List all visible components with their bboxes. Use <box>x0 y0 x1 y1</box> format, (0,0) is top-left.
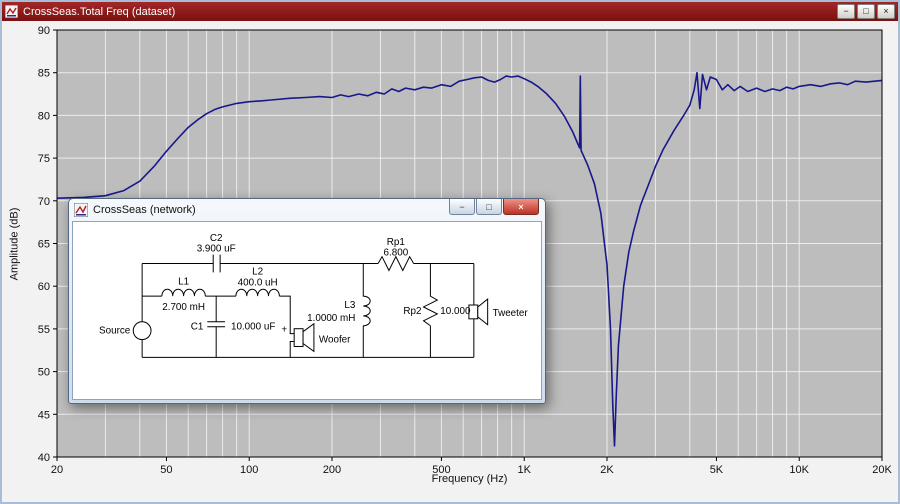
inductor-L2 <box>235 288 280 297</box>
network-app-icon <box>73 202 89 218</box>
svg-text:80: 80 <box>38 110 50 122</box>
source-label: Source <box>99 326 131 337</box>
crossover-schematic: Source C2 3.900 uF L1 2.700 mH L2 400.0 … <box>99 233 529 358</box>
svg-text:500: 500 <box>432 464 450 476</box>
window-controls: − □ × <box>835 4 895 19</box>
l2-name-label: L2 <box>252 266 263 277</box>
l3-name-label: L3 <box>344 300 355 311</box>
network-close-button[interactable]: × <box>503 199 539 215</box>
svg-text:45: 45 <box>38 409 50 421</box>
woofer-plus-label: + <box>281 325 287 336</box>
svg-text:20: 20 <box>51 464 63 476</box>
svg-text:60: 60 <box>38 281 50 293</box>
c2-name-label: C2 <box>210 233 223 244</box>
svg-text:10K: 10K <box>789 464 809 476</box>
resistor-Rp2 <box>422 263 439 358</box>
l1-name-label: L1 <box>178 276 189 287</box>
wire-mid-rail <box>142 295 295 358</box>
inductor-L1 <box>161 288 206 297</box>
network-window-title: CrossSeas (network) <box>93 204 196 216</box>
svg-text:200: 200 <box>323 464 341 476</box>
capacitor-C2 <box>212 254 221 273</box>
rp1-value-label: 6.800 <box>384 248 409 259</box>
y-tick-labels: 90 85 80 75 70 65 60 55 50 45 40 <box>38 25 57 464</box>
network-body: Source C2 3.900 uF L1 2.700 mH L2 400.0 … <box>72 221 542 400</box>
network-titlebar[interactable]: CrossSeas (network) − □ × <box>69 199 545 221</box>
svg-text:75: 75 <box>38 153 50 165</box>
l3-value-label: 1.0000 mH <box>307 313 355 324</box>
source-symbol <box>132 321 152 341</box>
x-tick-labels: 20 50 100 200 500 1K 2K 5K 10K 20K <box>51 457 892 476</box>
svg-text:100: 100 <box>240 464 258 476</box>
inductor-L3 <box>362 263 371 358</box>
capacitor-C1 <box>207 296 226 358</box>
y-axis-title: Amplitude (dB) <box>8 207 21 280</box>
tweeter-cone <box>477 298 489 326</box>
network-maximize-button[interactable]: □ <box>476 199 502 215</box>
svg-text:50: 50 <box>160 464 172 476</box>
svg-text:40: 40 <box>38 452 50 464</box>
response-curve <box>56 71 883 447</box>
l1-value-label: 2.700 mH <box>162 302 205 313</box>
minimize-button[interactable]: − <box>837 4 855 19</box>
rp2-name-label: Rp2 <box>403 306 421 317</box>
svg-text:5K: 5K <box>710 464 724 476</box>
network-minimize-button[interactable]: − <box>449 199 475 215</box>
svg-text:90: 90 <box>38 25 50 37</box>
svg-text:1K: 1K <box>517 464 531 476</box>
maximize-button[interactable]: □ <box>857 4 875 19</box>
l2-value-label: 400.0 uH <box>238 277 278 288</box>
wire <box>141 263 474 358</box>
svg-text:2K: 2K <box>600 464 614 476</box>
svg-text:20K: 20K <box>872 464 892 476</box>
close-button[interactable]: × <box>877 4 895 19</box>
woofer-cone <box>302 322 315 353</box>
svg-text:85: 85 <box>38 68 50 80</box>
main-titlebar: CrossSeas.Total Freq (dataset) − □ × <box>2 2 898 21</box>
svg-text:65: 65 <box>38 239 50 251</box>
network-window-controls: − □ × <box>448 199 539 215</box>
x-axis-title: Frequency (Hz) <box>431 473 508 485</box>
c1-name-label: C1 <box>191 322 204 333</box>
svg-text:55: 55 <box>38 324 50 336</box>
tweeter-label: Tweeter <box>493 308 529 319</box>
window-title: CrossSeas.Total Freq (dataset) <box>23 5 176 18</box>
woofer-label: Woofer <box>319 335 351 346</box>
resistor-Rp1 <box>377 255 415 272</box>
svg-text:50: 50 <box>38 367 50 379</box>
rp2-value-label: 10.000 <box>440 306 471 317</box>
svg-text:70: 70 <box>38 196 50 208</box>
app-icon <box>4 4 19 19</box>
rp1-name-label: Rp1 <box>387 237 405 248</box>
c2-value-label: 3.900 uF <box>197 244 236 255</box>
woofer-symbol <box>293 328 304 347</box>
network-window[interactable]: CrossSeas (network) − □ × <box>68 198 546 404</box>
c1-value-label: 10.000 uF <box>231 322 275 333</box>
